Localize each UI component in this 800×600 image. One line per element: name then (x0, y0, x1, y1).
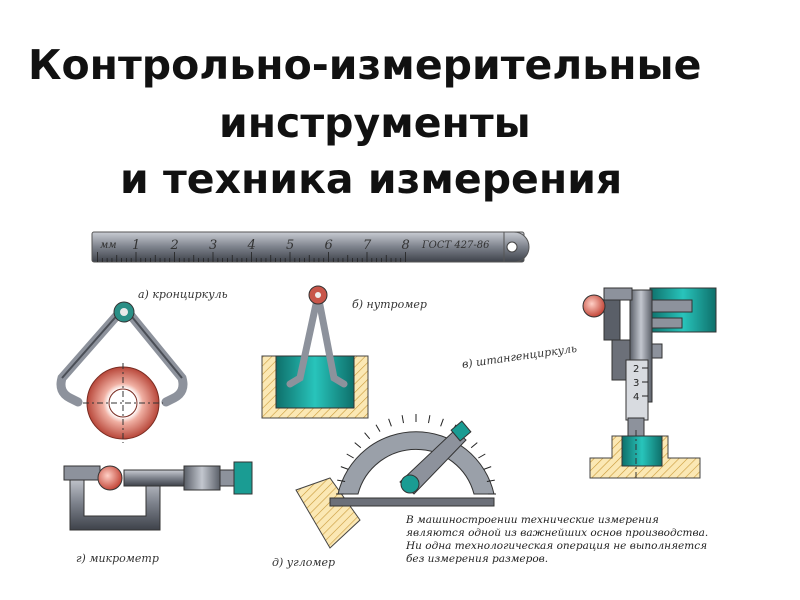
title-line-1: Контрольно-измерительные (28, 41, 702, 89)
protractor-tick (346, 453, 354, 459)
outside-caliper-figure (56, 301, 188, 443)
micrometer-figure (63, 461, 253, 531)
protractor-tick (388, 418, 392, 427)
caption-protractor: д) угломер (272, 556, 335, 569)
inside-caliper-figure (261, 285, 369, 419)
caption-outside-caliper: а) кронциркуль (138, 288, 228, 301)
ruler-standard-label: ГОСТ 427-86 (422, 240, 490, 251)
caption-micrometer: г) микрометр (76, 552, 159, 565)
ruler-number: 7 (363, 238, 372, 253)
description-note: В машиностроении технические измерения я… (406, 514, 709, 565)
protractor-figure (295, 414, 496, 549)
protractor-tick (478, 453, 486, 459)
vernier-number: 2 (633, 364, 639, 375)
vernier-number: 3 (633, 378, 639, 389)
ruler-number: 2 (170, 238, 179, 253)
vernier-caliper-figure: 2 3 4 (582, 287, 717, 479)
protractor-tick (483, 466, 492, 470)
protractor-tick (340, 466, 349, 470)
protractor-tick (337, 479, 346, 482)
title-line-3: и техника измерения (120, 155, 623, 203)
protractor-tick (375, 424, 381, 432)
ruler-number: 6 (324, 238, 333, 253)
protractor-tick (401, 415, 404, 424)
protractor-tick (470, 442, 478, 449)
title-line-2: инструменты (219, 99, 531, 147)
protractor-tick (364, 432, 371, 440)
protractor-tick (486, 479, 495, 482)
protractor-tick (354, 442, 362, 449)
vernier-scale: 2 3 4 (633, 364, 648, 403)
ruler (91, 231, 530, 263)
ruler-number: 1 (132, 238, 141, 253)
ruler-number: 3 (209, 238, 218, 253)
ruler-number: 4 (247, 238, 256, 253)
ruler-number: 8 (401, 238, 410, 253)
protractor-tick (428, 415, 431, 424)
vernier-number: 4 (633, 392, 639, 403)
caption-inside-caliper: б) нутромер (352, 298, 427, 311)
ruler-unit-label: мм (100, 240, 117, 251)
protractor-tick (440, 418, 444, 427)
ruler-number: 5 (286, 238, 295, 253)
